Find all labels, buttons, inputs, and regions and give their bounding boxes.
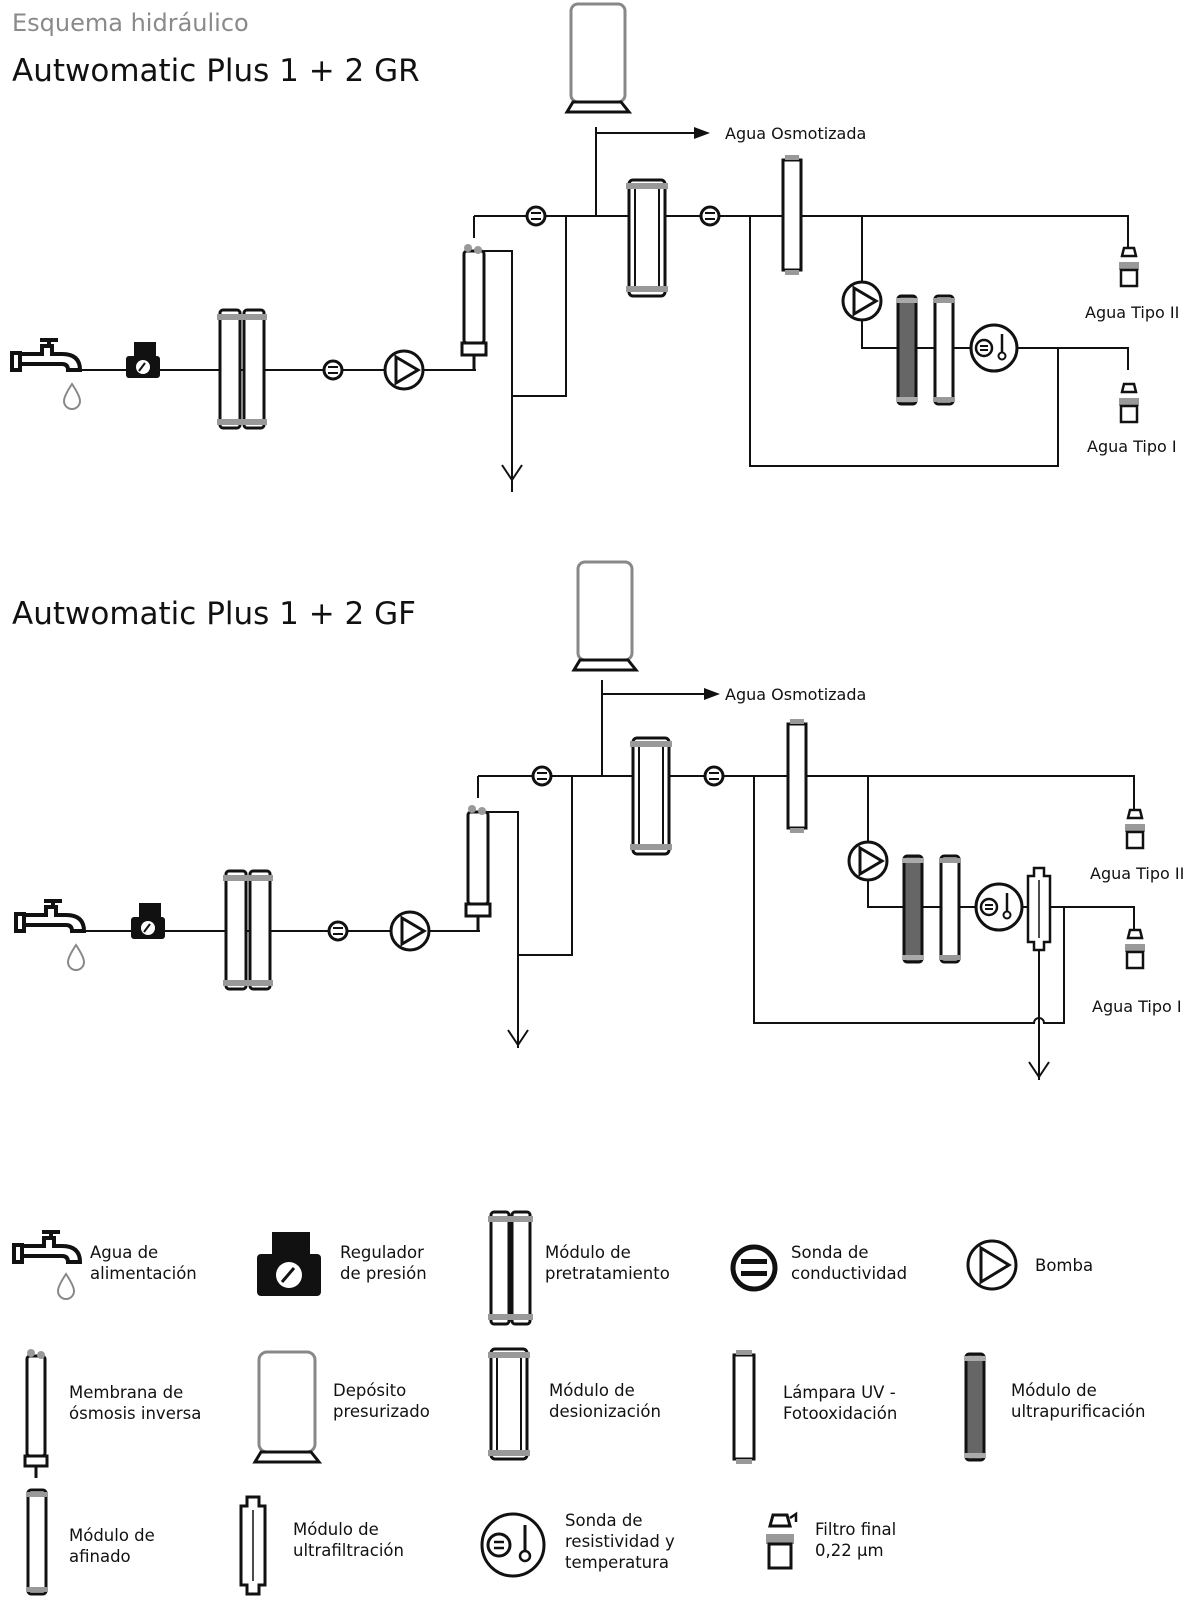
gf-ultrafiltration-module xyxy=(1026,866,1052,952)
legend-polishing-icon xyxy=(26,1488,48,1596)
page-kicker: Esquema hidráulico xyxy=(12,9,249,37)
gf-resistivity-probe xyxy=(974,882,1024,932)
gr-pipe-reject-line xyxy=(482,216,567,480)
gr-type1-label: Agua Tipo I xyxy=(1087,437,1177,456)
gf-deionization-module xyxy=(630,736,672,856)
schema-gf-diagram: Agua Osmotizada xyxy=(14,560,1184,1080)
legend-ultrafiltration-icon xyxy=(239,1495,267,1596)
schema-gf-title: Autwomatic Plus 1 + 2 GF xyxy=(12,596,416,632)
legend-pressurized-tank-label: Depósito presurizado xyxy=(333,1381,430,1421)
gf-pipe-reject-line xyxy=(486,776,573,1048)
legend-polishing-label: Módulo de afinado xyxy=(69,1526,160,1566)
gr-pump-2 xyxy=(841,280,883,322)
gf-pressure-regulator-icon xyxy=(131,903,165,939)
legend-pressure-regulator-label: Regulador de presión xyxy=(340,1243,429,1283)
gf-pipe-tank-branch xyxy=(601,680,704,776)
gr-deionization-module xyxy=(626,178,668,298)
legend-ro-membrane-icon xyxy=(23,1349,49,1478)
legend-ultrapurification-label: Módulo de ultrapurificación xyxy=(1011,1381,1146,1421)
gf-uv-lamp xyxy=(786,719,808,833)
gr-pipe-main-line xyxy=(473,215,1129,248)
gr-conductivity-probe-3 xyxy=(699,205,721,227)
gr-pipe-polish-branch xyxy=(749,216,1129,467)
gf-conductivity-probe-2 xyxy=(531,765,553,787)
legend-pump-label: Bomba xyxy=(1035,1256,1093,1275)
gr-uv-lamp xyxy=(781,155,803,275)
gf-pretreatment-module xyxy=(223,869,273,991)
legend-conductivity-probe-label: Sonda de conductividad xyxy=(791,1243,907,1283)
gf-pipe-polish-branch xyxy=(753,776,1135,1080)
gr-resistivity-probe xyxy=(969,323,1019,373)
gr-pipe-tank-branch xyxy=(595,127,694,216)
schema-gr-title: Autwomatic Plus 1 + 2 GR xyxy=(12,53,420,89)
gf-polishing-module xyxy=(939,854,961,964)
gr-osmotized-arrow-icon xyxy=(694,127,710,139)
gf-type2-label: Agua Tipo II xyxy=(1090,864,1184,883)
gr-pump-1 xyxy=(383,349,425,391)
legend-pump-icon xyxy=(966,1239,1018,1291)
gf-ultrapurification-module xyxy=(902,854,924,964)
legend-deionization-label: Módulo de desionización xyxy=(549,1381,661,1421)
gf-final-filter-type1-icon xyxy=(1125,928,1145,970)
legend-resistivity-probe-icon xyxy=(480,1512,546,1578)
gr-final-filter-type1-icon xyxy=(1119,382,1139,424)
gf-drain-icon-1 xyxy=(507,1029,529,1047)
legend-feed-water-icon xyxy=(12,1230,83,1300)
legend-ultrafiltration-label: Módulo de ultrafiltración xyxy=(293,1520,404,1560)
gr-pressure-regulator-icon xyxy=(126,342,160,378)
legend-final-filter-icon xyxy=(766,1511,798,1570)
schema-gr-diagram: Agua Osmotizada xyxy=(10,2,1179,492)
gf-osmotized-arrow-icon xyxy=(704,688,720,700)
gr-final-filter-type2-icon xyxy=(1119,246,1139,288)
gr-conductivity-probe-2 xyxy=(525,205,547,227)
gr-pretreatment-module xyxy=(217,308,267,430)
gf-drain-icon-2 xyxy=(1028,1061,1050,1079)
legend-conductivity-probe-icon xyxy=(730,1244,778,1292)
gr-pressurized-tank xyxy=(564,2,633,114)
gr-feed-water-tap-icon xyxy=(10,338,83,410)
gr-conductivity-probe-1 xyxy=(322,359,344,381)
gr-type2-label: Agua Tipo II xyxy=(1085,303,1179,322)
legend-deionization-icon xyxy=(488,1347,530,1461)
legend-uv-lamp-icon xyxy=(732,1350,756,1464)
legend: Agua de alimentación Regulador de presió… xyxy=(12,1210,1146,1596)
gr-ro-membrane xyxy=(460,244,488,370)
gf-conductivity-probe-3 xyxy=(703,765,725,787)
gf-conductivity-probe-1 xyxy=(327,920,349,942)
legend-pretreatment-icon xyxy=(488,1210,533,1326)
gr-polishing-module xyxy=(933,294,955,406)
legend-pressurized-tank-icon xyxy=(252,1350,323,1464)
gf-final-filter-type2-icon xyxy=(1125,808,1145,850)
legend-feed-water-label: Agua de alimentación xyxy=(90,1243,197,1283)
gf-type1-label: Agua Tipo I xyxy=(1092,997,1182,1016)
gr-osmotized-label: Agua Osmotizada xyxy=(725,124,866,143)
legend-final-filter-label: Filtro final 0,22 µm xyxy=(815,1520,902,1560)
gf-pump-2 xyxy=(847,840,889,882)
legend-resistivity-probe-label: Sonda de resistividad y temperatura xyxy=(565,1511,680,1572)
gf-pump-1 xyxy=(389,910,431,952)
legend-pressure-regulator-icon xyxy=(257,1232,321,1296)
gf-pressurized-tank xyxy=(571,560,640,672)
gf-ro-membrane xyxy=(464,805,492,931)
gf-feed-water-tap-icon xyxy=(14,899,87,971)
legend-pretreatment-label: Módulo de pretratamiento xyxy=(545,1243,670,1283)
gf-pipe-main-line xyxy=(477,775,1135,810)
legend-ultrapurification-icon xyxy=(964,1352,986,1462)
gr-ultrapurification-module xyxy=(896,294,918,406)
gf-osmotized-label: Agua Osmotizada xyxy=(725,685,866,704)
legend-uv-lamp-label: Lámpara UV - Fotooxidación xyxy=(783,1383,901,1423)
legend-ro-membrane-label: Membrana de ósmosis inversa xyxy=(69,1383,201,1423)
